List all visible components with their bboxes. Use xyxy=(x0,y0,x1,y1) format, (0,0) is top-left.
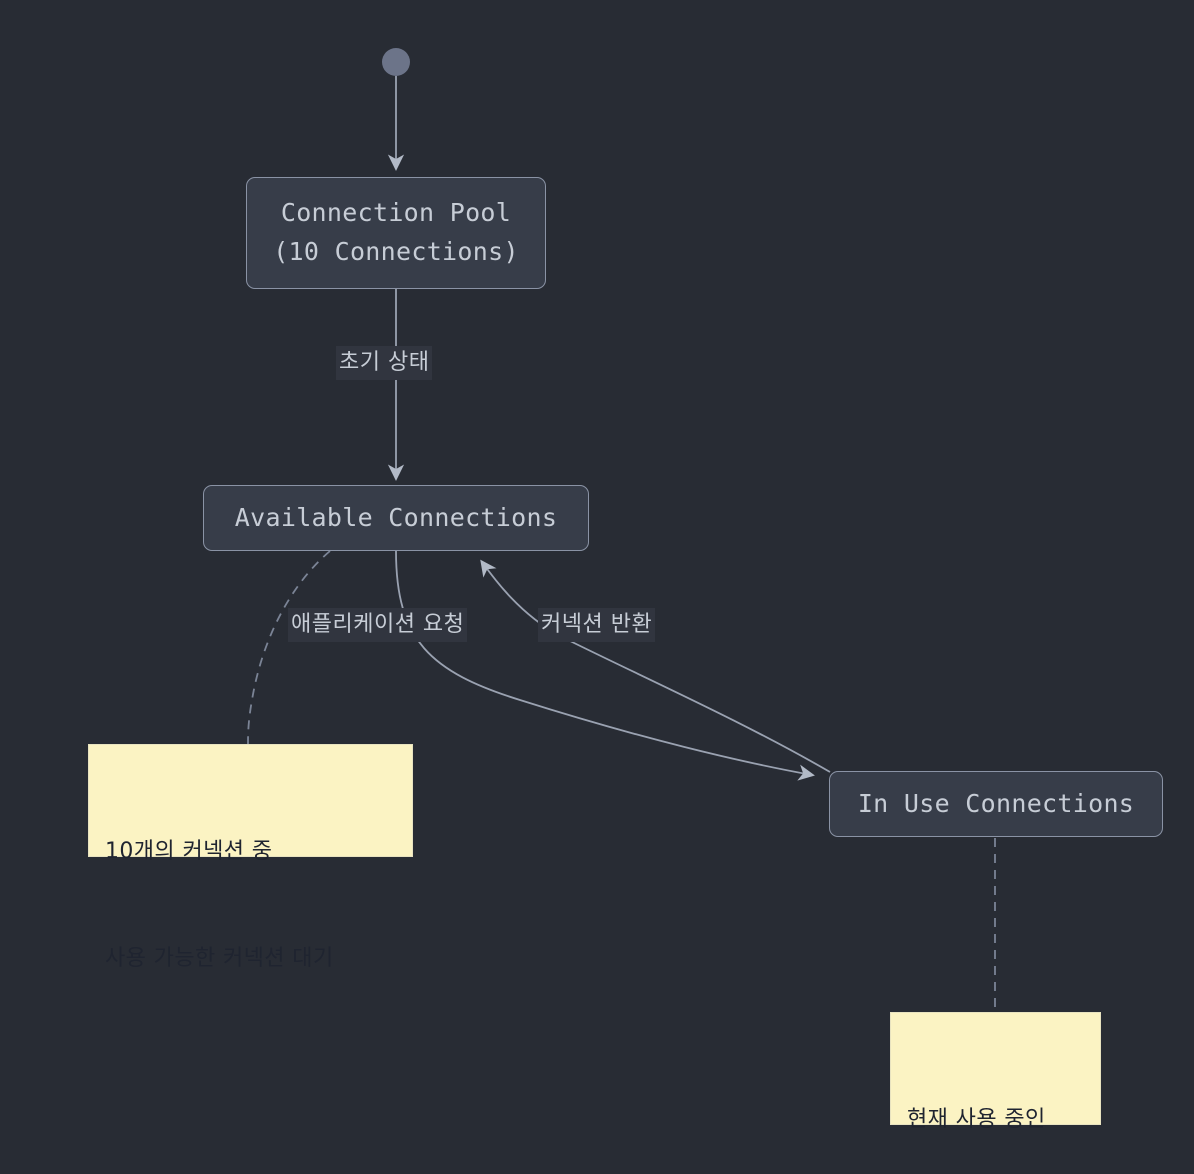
edge-label-initial-state: 초기 상태 xyxy=(336,346,433,380)
edge-available-to-inuse xyxy=(395,550,815,781)
note-available-line-2: 사용 가능한 커넥션 대기 xyxy=(105,946,334,972)
node-connection-pool[interactable]: Connection Pool (10 Connections) xyxy=(246,177,546,289)
edge-inuse-to-available xyxy=(480,559,831,773)
note-link-available xyxy=(247,550,331,746)
node-available-connections-label: Available Connections xyxy=(234,502,558,532)
edge-label-connection-return: 커넥션 반환 xyxy=(538,608,656,642)
note-available-line-1: 10개의 커넥션 중 xyxy=(105,839,273,865)
start-node-circle xyxy=(382,48,410,76)
node-in-use-connections-label: In Use Connections xyxy=(857,788,1135,818)
node-connection-pool-line-2: (10 Connections) xyxy=(273,237,519,266)
note-in-use-line-1: 현재 사용 중인 xyxy=(907,1107,1046,1133)
node-available-connections[interactable]: Available Connections xyxy=(203,485,589,551)
node-in-use-connections[interactable]: In Use Connections xyxy=(829,771,1163,837)
note-in-use-connections: 현재 사용 중인 커넥션들 xyxy=(890,1012,1101,1132)
edge-label-application-request: 애플리케이션 요청 xyxy=(288,608,468,642)
node-connection-pool-line-1: Connection Pool xyxy=(280,198,512,228)
note-available-connections: 10개의 커넥션 중 사용 가능한 커넥션 대기 xyxy=(88,744,413,971)
